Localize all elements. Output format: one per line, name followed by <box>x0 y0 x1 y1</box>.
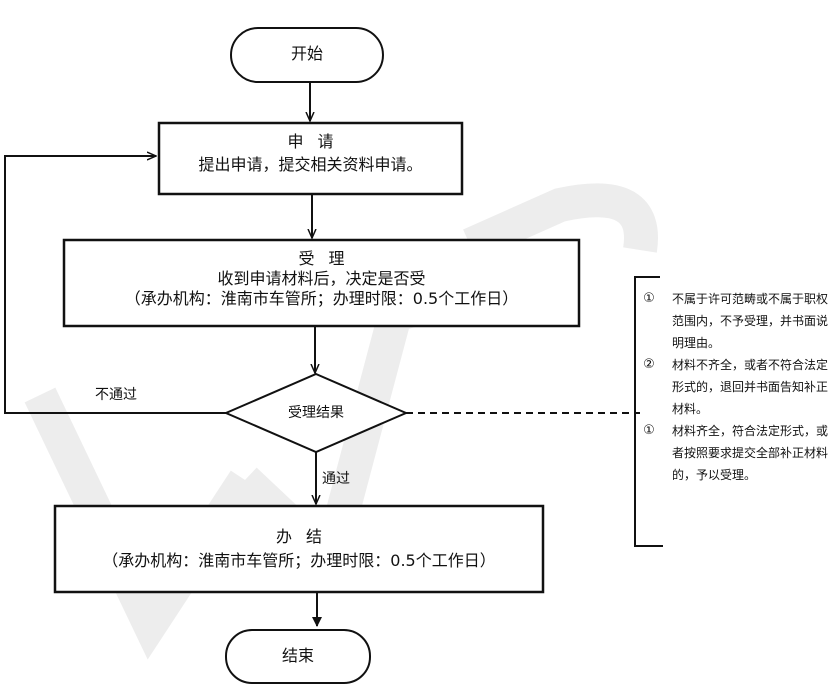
note-text: 材料不齐全，或者不符合法定形式的，退回并书面告知补正材料。 <box>672 358 829 416</box>
connector-reject-loop <box>4 156 226 414</box>
pass-label: 通过 <box>322 471 350 487</box>
note-number: ① <box>643 423 655 438</box>
accept-box <box>62 238 581 328</box>
complete-box <box>53 504 545 594</box>
note-item: ① 材料齐全，符合法定形式，或者按照要求提交全部补正材料的，予以受理。 <box>642 420 838 486</box>
complete-detail: （承办机构：淮南市车管所；办理时限：0.5个工作日） <box>102 551 496 570</box>
notes-bracket <box>634 276 663 547</box>
accept-body: 收到申请材料后，决定是否受 <box>217 269 426 288</box>
apply-text: 申请 提出申请，提交相关资料申请。 <box>159 132 462 175</box>
apply-title: 申请 <box>287 132 348 151</box>
complete-title: 办结 <box>275 527 336 546</box>
note-number: ② <box>643 357 655 372</box>
decision-label: 受理结果 <box>288 405 344 421</box>
note-item: ② 材料不齐全，或者不符合法定形式的，退回并书面告知补正材料。 <box>642 354 838 420</box>
complete-text: 办结 （承办机构：淮南市车管所；办理时限：0.5个工作日） <box>55 527 543 571</box>
accept-text: 受理 收到申请材料后，决定是否受 （承办机构：淮南市车管所；办理时限：0.5个工… <box>64 249 579 309</box>
start-terminator <box>230 27 384 83</box>
apply-body: 提出申请，提交相关资料申请。 <box>198 155 423 174</box>
end-terminator <box>225 629 371 684</box>
start-label: 开始 <box>290 44 323 63</box>
note-text: 不属于许可范畴或不属于职权范围内，不予受理，并书面说明理由。 <box>672 292 829 350</box>
end-label: 结束 <box>281 646 314 665</box>
note-item: ① 不属于许可范畴或不属于职权范围内，不予受理，并书面说明理由。 <box>642 288 838 354</box>
decision-notes: ① 不属于许可范畴或不属于职权范围内，不予受理，并书面说明理由。 ② 材料不齐全… <box>642 288 838 486</box>
accept-title: 受理 <box>298 249 359 268</box>
note-number: ① <box>643 291 655 306</box>
accept-detail: （承办机构：淮南市车管所；办理时限：0.5个工作日） <box>124 289 519 308</box>
note-text: 材料齐全，符合法定形式，或者按照要求提交全部补正材料的，予以受理。 <box>672 424 829 482</box>
apply-box <box>157 121 464 196</box>
reject-label: 不通过 <box>95 387 137 403</box>
